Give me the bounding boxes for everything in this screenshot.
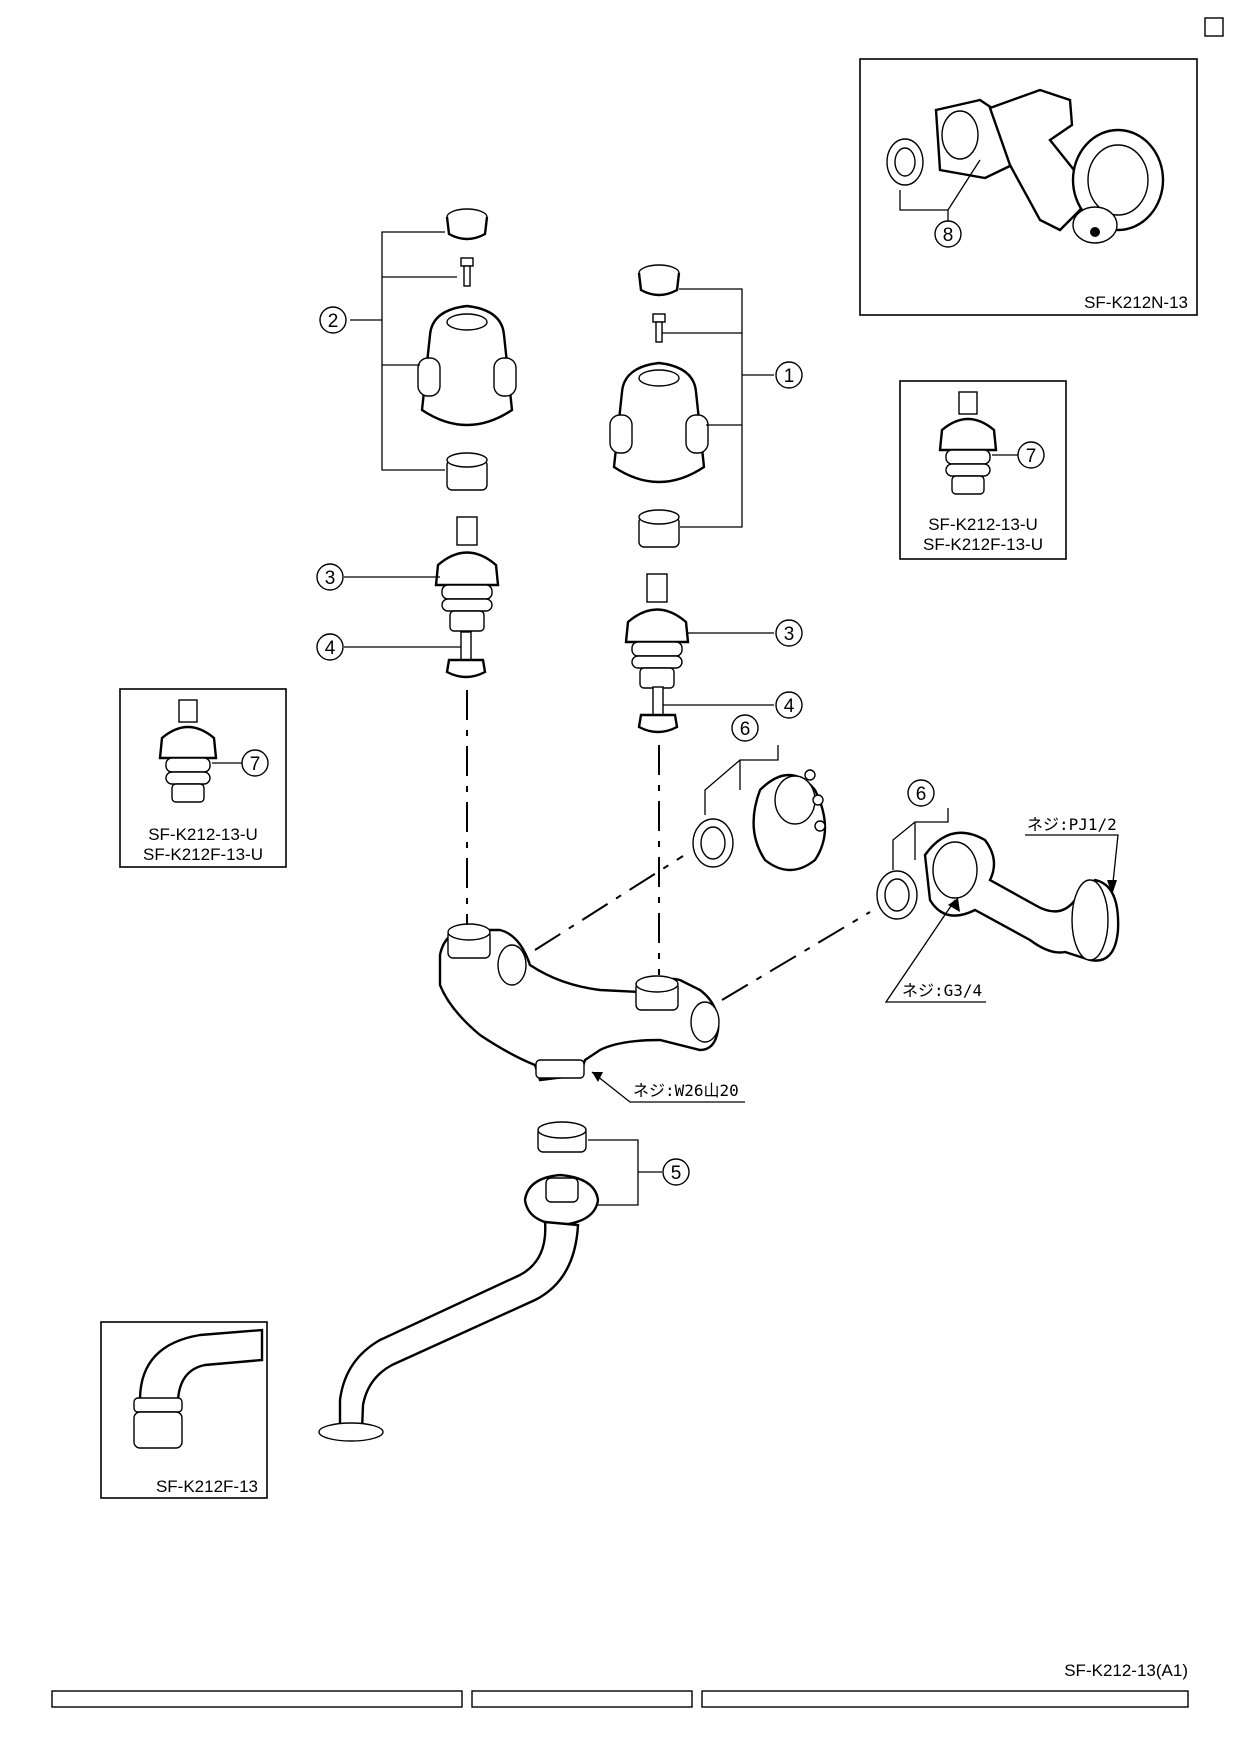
callout-8: 8 bbox=[943, 225, 954, 246]
footer-bar bbox=[51, 1690, 1189, 1708]
thread-w: ネジ:W26山20 bbox=[633, 1081, 739, 1100]
corner-checkbox bbox=[1204, 17, 1224, 37]
thread-pj: ネジ:PJ1/2 bbox=[1027, 815, 1117, 834]
inset-right-label-2: SF-K212F-13-U bbox=[923, 535, 1043, 554]
callout-5: 5 bbox=[671, 1163, 682, 1184]
elbow-connector-center: 6 bbox=[692, 714, 827, 872]
mixer-main-body: ネジ:W26山20 bbox=[438, 923, 745, 1103]
callout-4-right: 4 bbox=[784, 696, 795, 717]
valve-seat-right: 4 bbox=[637, 686, 803, 734]
thread-g: ネジ:G3/4 bbox=[902, 981, 982, 1000]
callout-7-left: 7 bbox=[250, 754, 261, 775]
inset-cartridge-right: 7 SF-K212-13-U SF-K212F-13-U bbox=[899, 380, 1067, 560]
inset-fixed-spout: SF-K212F-13 bbox=[100, 1321, 268, 1499]
elbow-connector-right: 6 ネジ:PJ1/2 ネジ:G3/4 bbox=[876, 779, 1120, 1003]
handle-assembly-right: 1 bbox=[609, 264, 803, 548]
inset-swivel-spout: 8 SF-K212N-13 bbox=[859, 58, 1198, 316]
alignment-lines bbox=[466, 690, 871, 1001]
inset-right-label-1: SF-K212-13-U bbox=[928, 515, 1038, 534]
inset-cartridge-left: 7 SF-K212-13-U SF-K212F-13-U bbox=[119, 688, 287, 868]
cartridge-right: 3 bbox=[624, 573, 803, 689]
callout-3-left: 3 bbox=[325, 568, 336, 589]
valve-seat-left: 4 bbox=[316, 631, 487, 679]
footer-model-code: SF-K212-13(A1) bbox=[1064, 1661, 1188, 1680]
handle-assembly-left: 2 bbox=[319, 208, 517, 491]
callout-6-right: 6 bbox=[916, 784, 927, 805]
inset-bottom-left-label: SF-K212F-13 bbox=[156, 1477, 258, 1496]
callout-6-left: 6 bbox=[740, 719, 751, 740]
inset-left-label-2: SF-K212F-13-U bbox=[143, 845, 263, 864]
spout: 5 bbox=[318, 1121, 690, 1442]
inset-left-label-1: SF-K212-13-U bbox=[148, 825, 258, 844]
callout-1: 1 bbox=[784, 366, 795, 387]
callout-7-right: 7 bbox=[1026, 446, 1037, 467]
inset-top-right-label: SF-K212N-13 bbox=[1084, 293, 1188, 312]
callout-4-left: 4 bbox=[325, 638, 336, 659]
callout-3-right: 3 bbox=[784, 624, 795, 645]
callout-2: 2 bbox=[328, 311, 339, 332]
cartridge-left: 3 bbox=[316, 516, 500, 632]
